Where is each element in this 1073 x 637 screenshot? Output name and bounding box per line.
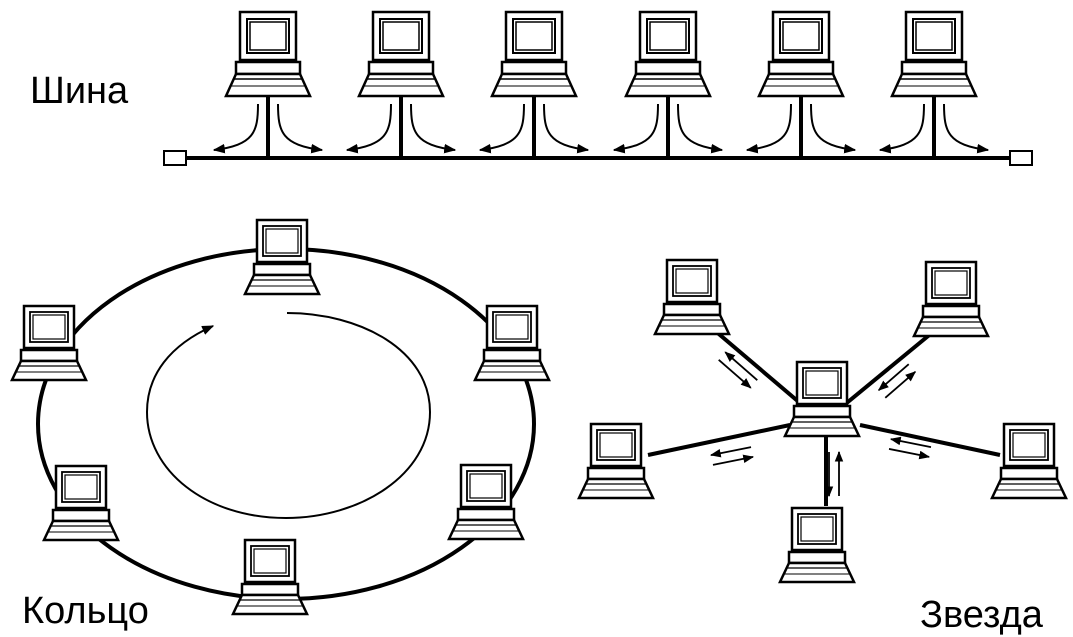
ring-computer-icon [10, 304, 88, 382]
bus-computer-icon [224, 10, 312, 98]
bus-topology [163, 10, 1033, 166]
ring-label: Кольцо [22, 590, 149, 632]
star-computer-icon [653, 258, 731, 336]
bus-flow-arrow-icon [277, 103, 324, 154]
bus-flow-arrow-icon [345, 103, 392, 154]
star-computer-icon [912, 260, 990, 338]
star-hub-computer-icon [783, 360, 861, 438]
star-flow-arrow-icon [724, 351, 758, 381]
bus-computer-icon [490, 10, 578, 98]
star-topology [577, 258, 1068, 584]
star-flow-arrow-icon [888, 448, 931, 460]
star-flow-arrow-icon [712, 454, 755, 466]
star-flow-arrow-icon [709, 446, 752, 458]
bus-flow-arrow-icon [410, 103, 457, 154]
bus-computer-icon [624, 10, 712, 98]
star-label: Звезда [920, 594, 1043, 636]
star-flow-arrow-icon [889, 436, 932, 448]
star-flow-arrow-icon [718, 359, 752, 389]
star-link [647, 423, 791, 457]
bus-flow-arrow-icon [677, 103, 724, 154]
bus-flow-arrow-icon [810, 103, 857, 154]
bus-label: Шина [30, 70, 129, 112]
star-computer-icon [778, 506, 856, 584]
bus-flow-arrow-icon [543, 103, 590, 154]
star-computer-icon [577, 422, 655, 500]
bus-computer-icon [357, 10, 445, 98]
bus-flow-arrow-icon [878, 103, 925, 154]
bus-flow-arrow-icon [478, 103, 525, 154]
bus-flow-arrow-icon [745, 103, 792, 154]
star-flow-arrow-icon [884, 371, 917, 399]
ring-computer-icon [447, 463, 525, 541]
star-flow-arrow-icon [877, 363, 910, 391]
bus-drops [212, 96, 990, 158]
terminator-left-icon [163, 150, 187, 166]
bus-computer-icon [757, 10, 845, 98]
ring-computer-icon [473, 304, 551, 382]
ring-topology [10, 218, 551, 616]
star-computer-icon [990, 422, 1068, 500]
star-arrows [709, 351, 932, 498]
bus-computer-icon [890, 10, 978, 98]
terminator-right-icon [1009, 150, 1033, 166]
ring-computer-icon [231, 538, 309, 616]
star-link [859, 423, 1001, 457]
bus-flow-arrow-icon [612, 103, 659, 154]
ring-computer-icon [42, 464, 120, 542]
ring-computer-icon [243, 218, 321, 296]
bus-flow-arrow-icon [943, 103, 990, 154]
bus-flow-arrow-icon [212, 103, 259, 154]
ring-flow-arrow-icon [145, 312, 432, 520]
